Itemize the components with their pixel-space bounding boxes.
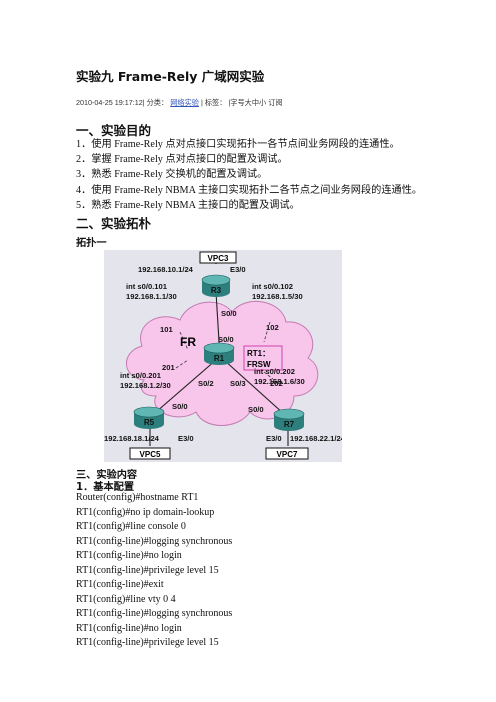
font-size-controls[interactable]: |字号大中小 订阅 [228,98,283,107]
router-r3[interactable]: R3 [201,274,231,297]
router-r5-label: R5 [144,418,155,427]
router-r5[interactable]: R5 [133,406,165,429]
link-r1-r7 [223,359,285,415]
frsw-box [243,345,283,371]
config-line: RT1(config-line)#exit [76,579,164,590]
purpose-item: 1．使用 Frame-Rely 点对点接口实现拓扑一各节点间业务网段的连通性。 [76,139,400,150]
purpose-item: 3．熟悉 Frame-Rely 交换机的配置及调试。 [76,169,268,181]
r7-subif-top-ip: 192.168.1.5/30 [252,292,303,301]
content-heading: 三、实验内容 [76,470,138,481]
router-r1-label: R1 [214,354,225,363]
vpc7-label: VPC7 [277,450,298,459]
page-title: 实验九 Frame-Rely 广域网实验 [76,69,265,84]
vpc7-box [265,447,309,460]
config-line: RT1(config-line)#no login [76,622,182,634]
r7-subif-top-name: int s0/0.102 [252,282,293,291]
category-link[interactable]: 网络实验 [170,98,199,107]
router-r7[interactable]: R7 [273,408,305,431]
rt1-label: RT1： [247,349,270,358]
tags-label: 标签： [204,98,227,107]
purpose-item: 2．掌握 Frame-Rely 点对点接口的配置及调试。 [76,154,288,166]
dlci-201: 201 [162,363,175,372]
config-line: RT1(config-line)#logging synchronous [76,608,233,619]
config-line: RT1(config-line)#privilege level 15 [76,637,219,648]
vpc5-label: VPC5 [140,450,161,459]
r1-s02: S0/2 [198,379,214,388]
r1-s00: S0/0 [218,335,234,344]
r7-subif-ip: 192.168.1.6/30 [254,377,305,386]
pvc-dashes [175,321,275,381]
r5-subif-ip: 192.168.1.2/30 [120,381,171,390]
purpose-item: 5．熟悉 Frame-Rely NBMA 主接口的配置及调试。 [76,199,300,211]
fr-cloud-label: FR [180,335,196,349]
r5-s00: S0/0 [172,402,188,411]
r3-e30: E3/0 [230,265,246,274]
config-line: RT1(config-line)#no login [76,550,182,561]
r3-s00: S0/0 [221,309,237,318]
link-r1-r5 [155,359,217,413]
vpc3-box [199,251,237,264]
r3-subif-name: int s0/0.101 [126,282,168,291]
meta-separator: | [200,98,203,107]
config-line: RT1(config-line)#privilege level 15 [76,564,219,576]
dlci-101: 101 [160,325,173,334]
purpose-item: 4．使用 Frame-Rely NBMA 主接口实现拓扑二各节点之间业务网段的连… [76,184,423,196]
post-meta: 2010-04-25 19:17:12| 分类： 网络实验 | 标签： |字号大… [76,98,283,108]
post-date: 2010-04-25 19:17:12| [76,98,145,107]
category-label: 分类： [146,98,169,107]
dlci-202: 202 [270,379,283,388]
vpc3-label: VPC3 [208,254,229,263]
config-line: RT1(config-line)#logging synchronous [76,535,233,547]
topology-heading: 二、实验拓朴 [76,216,152,231]
dlci-102: 102 [266,323,279,332]
r5-lan-ip: 192.168.18.1/24 [104,434,160,443]
config-line: RT1(config)#no ip domain-lookup [76,506,215,518]
frsw-label: FRSW [247,360,271,369]
r7-e30: E3/0 [266,434,282,443]
config-line: RT1(config)#line console 0 [76,521,186,532]
r5-e30: E3/0 [178,434,194,443]
router-r7-label: R7 [284,420,295,429]
topology-diagram: VPC3 VPC5 VPC7 R3 R1 R5 R7 RT1： FRSW FR … [104,250,342,462]
config-commands: Router(config)#hostname RT1 RT1(config)#… [76,491,232,651]
config-line: RT1(config)#line vty 0 4 [76,593,176,605]
r3-subif-ip: 192.168.1.1/30 [126,292,177,301]
router-r1[interactable]: R1 [203,342,235,365]
basic-config-heading: 1．基本配置 [76,482,135,493]
topology-subheading: 拓扑一 [76,238,107,249]
config-line: Router(config)#hostname RT1 [76,492,199,503]
r7-s00: S0/0 [248,405,264,414]
r7-subif-name: int s0/0.202 [254,367,295,376]
purpose-heading: 一、实验目的 [76,123,152,138]
r7-lan-ip: 192.168.22.1/24 [290,434,342,443]
r3-lan-ip: 192.168.10.1/24 [138,265,194,274]
purpose-list: 1．使用 Frame-Rely 点对点接口实现拓扑一各节点间业务网段的连通性。 … [76,137,422,213]
r5-subif-name: int s0/0.201 [120,371,162,380]
vpc5-box [129,447,171,460]
r1-s03: S0/3 [230,379,246,388]
router-r3-label: R3 [211,286,222,295]
